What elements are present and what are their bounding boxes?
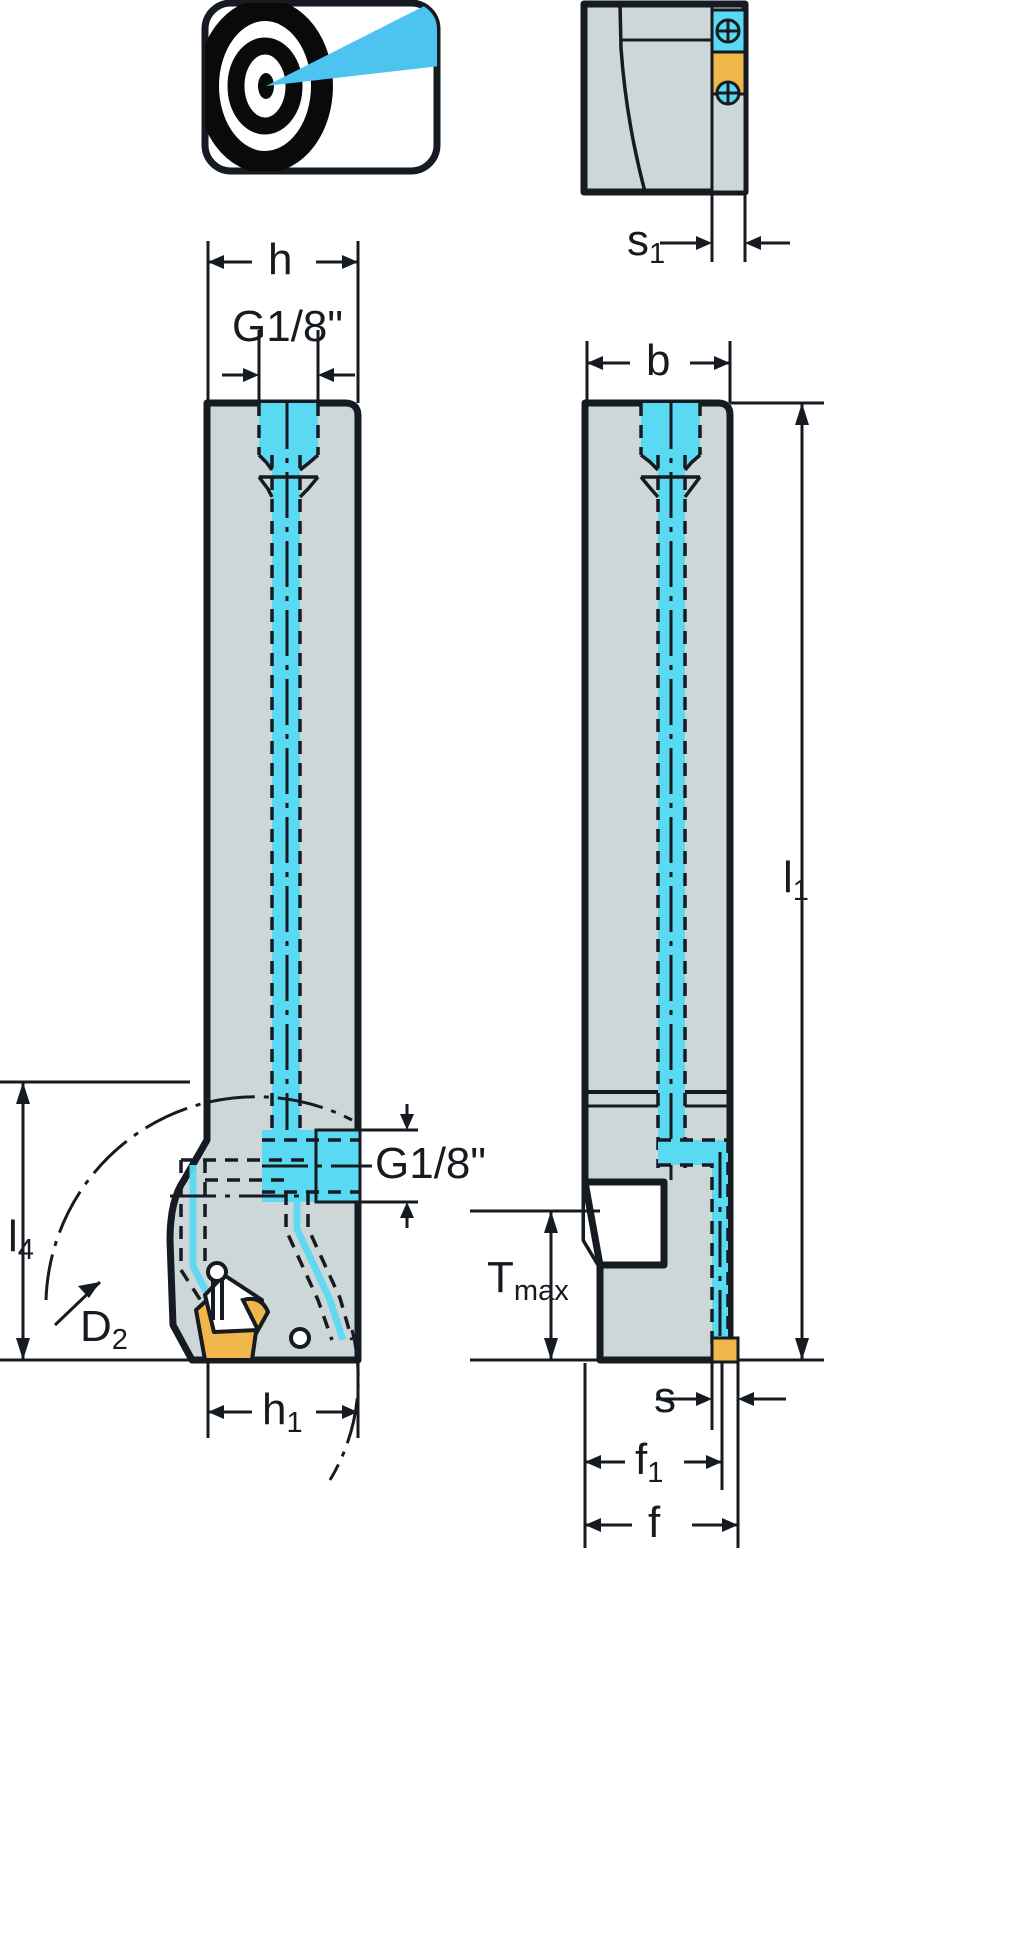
target-rings [205,3,437,171]
coolant-precision-target-icon [201,0,441,175]
dimension-label-f: f [648,1498,661,1547]
dimension-label-l4: l4 [8,1212,34,1267]
dimension-label-h1: h1 [262,1385,303,1440]
coolant-jet [266,3,437,86]
dimension-label-g18-top: G1/8" [232,302,344,351]
dimension-label-h: h [268,235,293,284]
top-end-view [580,0,790,262]
dimension-label-g18-lower: G1/8" [375,1139,487,1188]
dimension-label-Tmax: Tmax [487,1253,569,1308]
dimension-g18-top [222,330,355,403]
dimension-label-s1: s1 [627,216,666,271]
dimension-label-s: s [654,1373,676,1422]
dimension-Tmax [470,1209,600,1362]
side-view [470,341,824,1548]
dimension-label-f1: f1 [635,1435,664,1490]
dimension-l4 [0,1080,190,1362]
dimension-label-D2: D2 [80,1302,128,1357]
dimension-s1 [660,192,790,262]
front-view [0,241,418,1481]
dimension-label-l1: l1 [783,853,809,908]
dimension-label-b: b [646,336,671,385]
dimension-l1 [730,401,824,1362]
